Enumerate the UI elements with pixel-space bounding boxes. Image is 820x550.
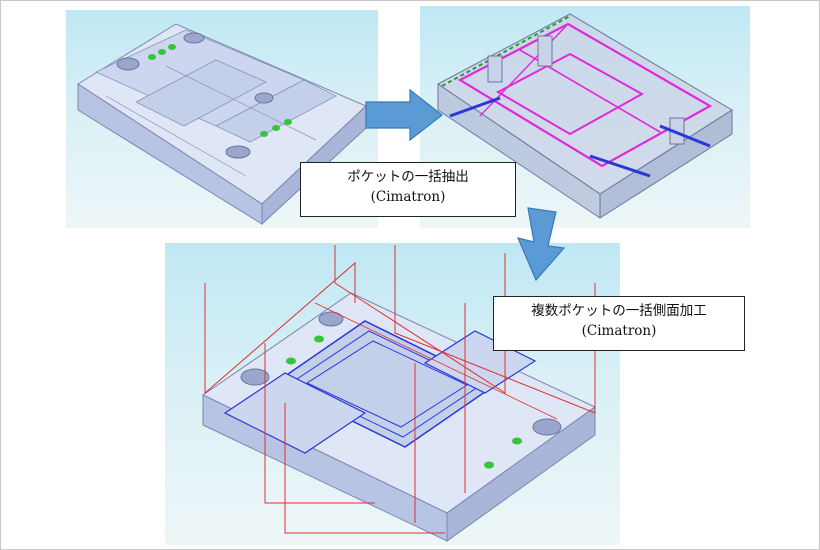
panel-side-machining xyxy=(165,243,620,545)
callout-pocket-extraction-title: ポケットの一括抽出 xyxy=(347,169,469,185)
callout-side-machining-title: 複数ポケットの一括側面加工 xyxy=(531,303,707,319)
mold-plate-pockets xyxy=(437,13,733,219)
callout-pocket-extraction-software: (Cimatron) xyxy=(370,189,446,205)
mold-plate-toolpaths xyxy=(202,245,596,542)
callout-pocket-extraction: ポケットの一括抽出 (Cimatron) xyxy=(300,162,516,217)
callout-side-machining-software: (Cimatron) xyxy=(581,323,657,339)
callout-side-machining: 複数ポケットの一括側面加工 (Cimatron) xyxy=(493,296,745,351)
block-arrow-down-icon xyxy=(516,207,566,282)
block-arrow-right-icon xyxy=(365,88,443,142)
